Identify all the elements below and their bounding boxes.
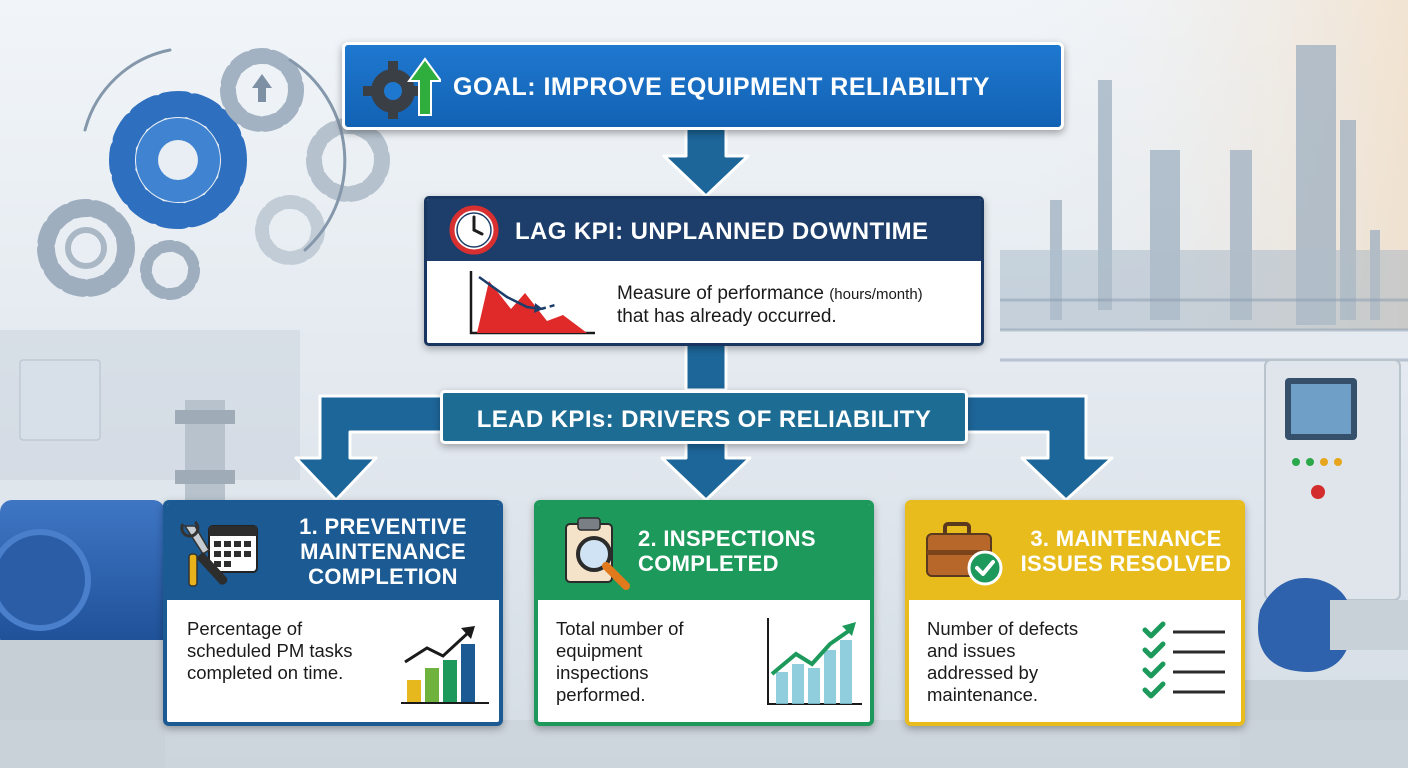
- card-3-title: 3. MAINTENANCE ISSUES RESOLVED: [1013, 526, 1239, 576]
- card-2-desc-line-2: equipment: [556, 640, 643, 661]
- lead-kpi-card-issues-resolved: 3. MAINTENANCE ISSUES RESOLVED Number of…: [905, 500, 1245, 726]
- card-2-description: Total number of equipment inspections pe…: [556, 618, 756, 706]
- lag-desc-line-1: Measure of performance: [617, 283, 824, 304]
- declining-chart-icon: [469, 271, 595, 335]
- lag-kpi-title: LAG KPI: UNPLANNED DOWNTIME: [515, 218, 929, 245]
- lag-desc-unit: (hours/month): [829, 286, 923, 303]
- rising-line-chart-icon: [767, 618, 862, 705]
- wrench-calendar-icon: [180, 520, 258, 587]
- card-3-desc-line-4: maintenance.: [927, 684, 1039, 705]
- card-1-desc-line-1: Percentage of: [187, 618, 303, 639]
- lead-kpi-card-inspections: 2. INSPECTIONS COMPLETED Total number of…: [534, 500, 874, 726]
- card-1-title: 1. PREVENTIVE MAINTENANCE COMPLETION: [267, 514, 499, 589]
- lag-desc-line-2: that has already occurred.: [617, 306, 837, 327]
- rising-bar-chart-icon: [401, 626, 489, 704]
- checklist-icon: [1142, 621, 1225, 699]
- card-1-title-line-1: 1. PREVENTIVE: [299, 514, 467, 539]
- lag-to-lead-arrow: [684, 342, 728, 392]
- card-2-title-line-2: COMPLETED: [638, 551, 779, 576]
- card-3-desc-line-2: and issues: [927, 640, 1016, 661]
- card-3-description: Number of defects and issues addressed b…: [927, 618, 1127, 706]
- card-1-title-line-2: MAINTENANCE: [300, 539, 466, 564]
- card-1-title-line-3: COMPLETION: [308, 564, 458, 589]
- card-2-desc-line-3: inspections: [556, 662, 649, 683]
- card-3-desc-line-3: addressed by: [927, 662, 1039, 683]
- lag-kpi-header: LAG KPI: UNPLANNED DOWNTIME: [427, 199, 981, 261]
- card-2-desc-line-1: Total number of: [556, 618, 684, 639]
- card-header: 3. MAINTENANCE ISSUES RESOLVED: [909, 504, 1241, 600]
- gear-up-arrow-icon: [363, 57, 441, 119]
- toolbox-check-icon: [926, 522, 1003, 586]
- lead-kpis-banner: LEAD KPIs: DRIVERS OF RELIABILITY: [440, 390, 968, 444]
- lead-kpis-title: LEAD KPIs: DRIVERS OF RELIABILITY: [476, 406, 932, 433]
- goal-box: GOAL: IMPROVE EQUIPMENT RELIABILITY: [342, 42, 1064, 130]
- card-3-title-line-1: 3. MAINTENANCE: [1030, 526, 1222, 551]
- card-2-title: 2. INSPECTIONS COMPLETED: [638, 526, 858, 576]
- goal-to-lag-arrow: [662, 126, 750, 198]
- clipboard-magnifier-icon: [565, 517, 630, 590]
- card-1-description: Percentage of scheduled PM tasks complet…: [187, 618, 397, 684]
- lead-branch-arrows: [294, 394, 444, 502]
- lag-kpi-box: LAG KPI: UNPLANNED DOWNTIME Measure of p…: [424, 196, 984, 346]
- card-header: 1. PREVENTIVE MAINTENANCE COMPLETION: [167, 504, 499, 600]
- card-1-desc-line-3: completed on time.: [187, 662, 344, 683]
- card-2-desc-line-4: performed.: [556, 684, 646, 705]
- card-3-desc-line-1: Number of defects: [927, 618, 1079, 639]
- card-3-title-line-2: ISSUES RESOLVED: [1020, 551, 1232, 576]
- card-1-desc-line-2: scheduled PM tasks: [187, 640, 353, 661]
- lag-kpi-description: Measure of performance (hours/month) tha…: [617, 283, 977, 328]
- lead-kpi-card-preventive-maintenance: 1. PREVENTIVE MAINTENANCE COMPLETION Per…: [163, 500, 503, 726]
- card-2-title-line-1: 2. INSPECTIONS: [638, 526, 816, 551]
- clock-icon: [449, 205, 499, 255]
- card-header: 2. INSPECTIONS COMPLETED: [538, 504, 870, 600]
- goal-title: GOAL: IMPROVE EQUIPMENT RELIABILITY: [453, 73, 990, 101]
